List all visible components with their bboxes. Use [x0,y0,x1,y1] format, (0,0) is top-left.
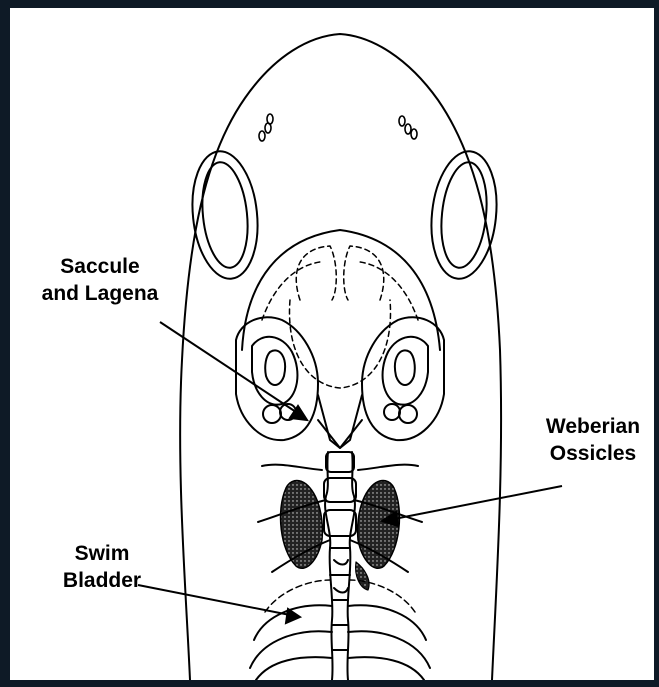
cranium [242,230,440,350]
right-eye [425,148,502,282]
swim-bladder-label-line-1: Swim [42,540,162,567]
weberian-label-line-1: Weberian [518,413,654,440]
diagram-panel: Saccule and Lagena Weberian Ossicles Swi… [10,8,654,680]
left-otic-capsule [236,317,318,440]
swim-bladder [265,580,415,612]
weberian-label-line-2: Ossicles [518,440,654,467]
saccule-label-line-1: Saccule [10,253,200,280]
saccule-label: Saccule and Lagena [10,253,200,307]
swim-bladder-label: Swim Bladder [42,540,162,594]
head-outline [180,34,501,680]
vertebral-column [324,452,356,680]
left-weberian-mass [281,481,323,569]
right-otic-capsule [362,317,444,440]
weberian-label: Weberian Ossicles [518,413,654,467]
swim-bladder-label-line-2: Bladder [42,567,162,594]
saccule-label-line-2: and Lagena [10,280,200,307]
